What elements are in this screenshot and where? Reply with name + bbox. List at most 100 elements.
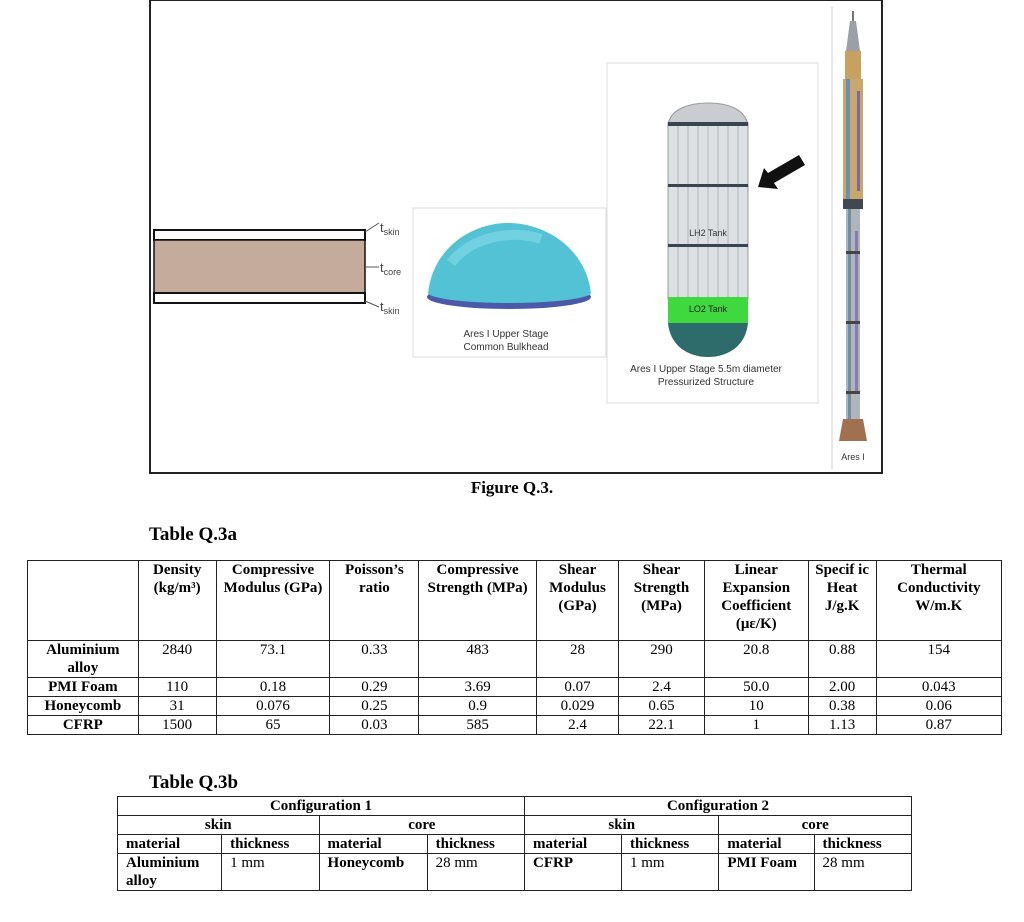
cell: 0.029 bbox=[535, 696, 620, 716]
config-header-row: Configuration 1 Configuration 2 bbox=[116, 796, 912, 816]
table-b-title: Table Q.3b bbox=[149, 772, 239, 793]
table-a-title: Table Q.3a bbox=[149, 524, 237, 545]
header-specific-heat: Specif ic Heat J/g.K bbox=[807, 560, 877, 641]
rocket-panel: Ares I bbox=[831, 6, 867, 469]
header-blank bbox=[27, 560, 139, 641]
cell: 0.87 bbox=[875, 715, 1003, 735]
cell: 110 bbox=[137, 677, 217, 697]
lh2-tank-label: LH2 Tank bbox=[689, 228, 727, 238]
layer-header-row: skin core skin core bbox=[117, 815, 912, 835]
c2-skin-material: CFRP bbox=[524, 853, 622, 891]
config2-header: Configuration 2 bbox=[524, 796, 912, 816]
c1-core-thickness: 28 mm bbox=[426, 853, 526, 891]
tank-caption-1: Ares I Upper Stage 5.5m diameter bbox=[630, 364, 782, 375]
rocket-caption: Ares I bbox=[841, 452, 865, 462]
c2-core-material-header: material bbox=[718, 834, 815, 854]
table-row: CFRP 1500 65 0.03 585 2.4 22.1 1 1.13 0.… bbox=[27, 715, 1003, 735]
rocket-nose bbox=[846, 21, 860, 51]
cell: 483 bbox=[418, 640, 537, 678]
material-properties-table: Density (kg/m³) Compressive Modulus (GPa… bbox=[27, 560, 1003, 735]
c1-core-thickness-header: thickness bbox=[426, 834, 526, 854]
cell: 0.88 bbox=[807, 640, 877, 678]
cell: 2.4 bbox=[535, 715, 620, 735]
row-label: Aluminium alloy bbox=[27, 640, 139, 678]
figure-illustration: tskin tcore tskin Ares I Upper Stage Com… bbox=[153, 6, 867, 469]
c1-skin-thickness-header: thickness bbox=[221, 834, 320, 854]
cell: 1.13 bbox=[807, 715, 877, 735]
table-header-row: Density (kg/m³) Compressive Modulus (GPa… bbox=[27, 560, 1003, 641]
lo2-tank-section bbox=[668, 297, 748, 323]
cell: 0.18 bbox=[215, 677, 331, 697]
cell: 50.0 bbox=[703, 677, 809, 697]
cell: 22.1 bbox=[618, 715, 705, 735]
cell: 2.00 bbox=[807, 677, 877, 697]
tank-top-dome bbox=[667, 102, 749, 126]
c2-core-thickness: 28 mm bbox=[813, 853, 913, 891]
c2-skin-thickness: 1 mm bbox=[620, 853, 720, 891]
arrow-diagonal-icon bbox=[758, 155, 805, 189]
cell: 0.25 bbox=[329, 696, 420, 716]
lo2-tank-label: LO2 Tank bbox=[689, 304, 728, 314]
sandwich-panel: tskin tcore tskin bbox=[153, 220, 401, 316]
c1-skin-material-header: material bbox=[116, 834, 223, 854]
cell: 1 bbox=[703, 715, 809, 735]
cell: 10 bbox=[703, 696, 809, 716]
c1-skin-material: Aluminium alloy bbox=[116, 853, 223, 891]
cell: 0.9 bbox=[418, 696, 537, 716]
row-label: CFRP bbox=[27, 715, 139, 735]
cell: 20.8 bbox=[703, 640, 809, 678]
table-row: PMI Foam 110 0.18 0.29 3.69 0.07 2.4 50.… bbox=[27, 677, 1003, 697]
cell: 0.06 bbox=[875, 696, 1003, 716]
c1-core-material-header: material bbox=[318, 834, 428, 854]
row-label: Honeycomb bbox=[27, 696, 139, 716]
cell: 28 bbox=[535, 640, 620, 678]
cell: 0.07 bbox=[535, 677, 620, 697]
c2-core-header: core bbox=[718, 815, 912, 835]
c2-core-thickness-header: thickness bbox=[813, 834, 913, 854]
leader-skin-bottom bbox=[364, 300, 380, 308]
c1-core-header: core bbox=[318, 815, 526, 835]
cell: 2.4 bbox=[618, 677, 705, 697]
tank-bottom-dome bbox=[668, 323, 748, 357]
header-poisson: Poisson’s ratio bbox=[329, 560, 420, 641]
header-compressive-strength: Compressive Strength (MPa) bbox=[418, 560, 537, 641]
c2-skin-header: skin bbox=[524, 815, 720, 835]
cell: 31 bbox=[137, 696, 217, 716]
row-label: PMI Foam bbox=[27, 677, 139, 697]
bulkhead-caption-2: Common Bulkhead bbox=[463, 342, 548, 353]
table-row: Aluminium alloy 2840 73.1 0.33 483 28 29… bbox=[27, 640, 1003, 678]
header-shear-modulus: Shear Modulus (GPa) bbox=[535, 560, 620, 641]
header-compressive-modulus: Compressive Modulus (GPa) bbox=[215, 560, 331, 641]
figure-caption: Figure Q.3. bbox=[470, 478, 554, 497]
cell: 290 bbox=[618, 640, 705, 678]
bulkhead-caption-1: Ares I Upper Stage bbox=[463, 329, 548, 340]
c1-core-material: Honeycomb bbox=[318, 853, 428, 891]
c2-core-material: PMI Foam bbox=[718, 853, 815, 891]
cell: 0.03 bbox=[329, 715, 420, 735]
table-row: Honeycomb 31 0.076 0.25 0.9 0.029 0.65 1… bbox=[27, 696, 1003, 716]
configuration-table: Configuration 1 Configuration 2 skin cor… bbox=[116, 796, 913, 891]
cell: 0.38 bbox=[807, 696, 877, 716]
c1-skin-thickness: 1 mm bbox=[221, 853, 320, 891]
header-expansion-coefficient: Linear Expansion Coefficient (με/K) bbox=[703, 560, 809, 641]
skin-bottom bbox=[153, 292, 366, 304]
label-t-skin-bottom: tskin bbox=[380, 299, 400, 316]
tank-panel: LH2 Tank LO2 Tank Ares I Upper Stage 5.5… bbox=[606, 62, 819, 404]
label-t-skin-top: tskin bbox=[380, 220, 400, 237]
cell: 0.076 bbox=[215, 696, 331, 716]
cell: 3.69 bbox=[418, 677, 537, 697]
cell: 0.29 bbox=[329, 677, 420, 697]
column-header-row: material thickness material thickness ma… bbox=[116, 834, 913, 854]
config1-header: Configuration 1 bbox=[116, 796, 526, 816]
cell: 2840 bbox=[137, 640, 217, 678]
cell: 0.65 bbox=[618, 696, 705, 716]
header-thermal-conductivity: Thermal Conductivity W/m.K bbox=[875, 560, 1003, 641]
tank-caption-2: Pressurized Structure bbox=[658, 377, 755, 388]
cell: 585 bbox=[418, 715, 537, 735]
c2-skin-thickness-header: thickness bbox=[620, 834, 720, 854]
leader-skin-top bbox=[364, 222, 380, 233]
skin-top bbox=[153, 229, 366, 241]
cell: 1500 bbox=[137, 715, 217, 735]
core-layer bbox=[153, 239, 366, 294]
cell: 65 bbox=[215, 715, 331, 735]
